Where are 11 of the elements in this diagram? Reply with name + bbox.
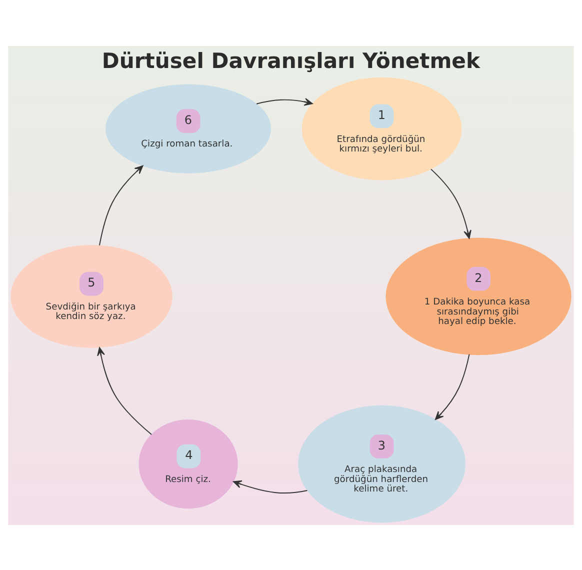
arrow bbox=[97, 346, 152, 435]
arrow bbox=[233, 480, 308, 494]
diagram-title: Dürtüsel Davranışları Yönetmek bbox=[102, 47, 480, 72]
arrow bbox=[256, 97, 313, 106]
arrow bbox=[434, 353, 470, 420]
arrow bbox=[430, 168, 472, 238]
node-ellipse: 2 1 Dakika boyunca kasa sırasındaymış gibi hayal edip bekle. bbox=[386, 237, 572, 355]
node-ellipse: 4 Resim çiz. bbox=[138, 418, 238, 508]
node-ellipse: 5 Sevdiğin bir şarkıya kendin söz yaz. bbox=[10, 244, 172, 348]
arrow bbox=[98, 164, 144, 246]
node-ellipse: 3 Araç plakasında gördüğün harflerden kelime üret. bbox=[298, 404, 466, 522]
